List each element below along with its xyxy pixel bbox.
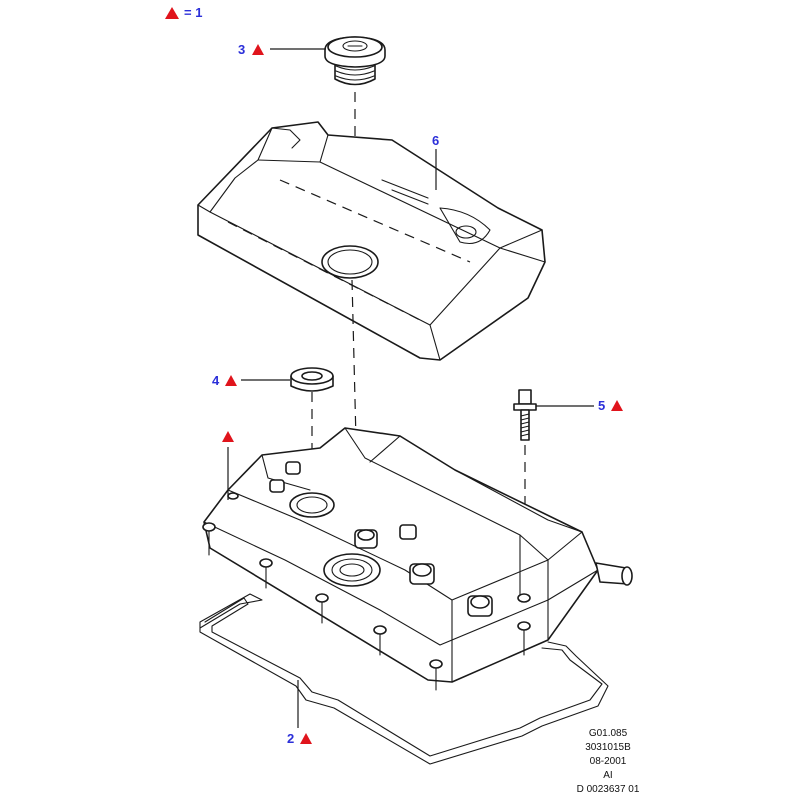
- reference-line-5: D 0023637 01: [576, 784, 640, 795]
- cylinder-head-cover: [202, 427, 633, 691]
- reference-line-3: 08-2001: [589, 756, 627, 767]
- oil-filler-cap: [324, 36, 386, 86]
- callout-number-4: 4: [212, 373, 220, 388]
- legend-text: = 1: [184, 5, 203, 20]
- warning-icon-4: [225, 375, 237, 386]
- reference-line-1: G01.085: [588, 728, 628, 739]
- callout-number-2: 2: [287, 731, 295, 746]
- reference-line-2: 3031015B: [585, 742, 631, 753]
- warning-icon-1: [222, 431, 234, 442]
- spark-plug-seal: [290, 367, 334, 392]
- cover-gasket: [199, 593, 609, 765]
- assembly-axis-center: [351, 279, 359, 521]
- reference-line-4: AI: [603, 770, 613, 781]
- callout-number-3: 3: [238, 42, 246, 57]
- mounting-bolts: [202, 492, 531, 691]
- warning-icon-5: [611, 400, 623, 411]
- engine-cover: [197, 121, 546, 361]
- spark-plug-bosses: [269, 461, 493, 617]
- warning-icon-3: [252, 44, 264, 55]
- callout-number-5: 5: [598, 398, 606, 413]
- legend-warning-icon: [165, 7, 179, 19]
- warning-icon-2: [300, 733, 312, 744]
- callout-number-6: 6: [432, 133, 440, 148]
- stud-bolt: [513, 389, 537, 441]
